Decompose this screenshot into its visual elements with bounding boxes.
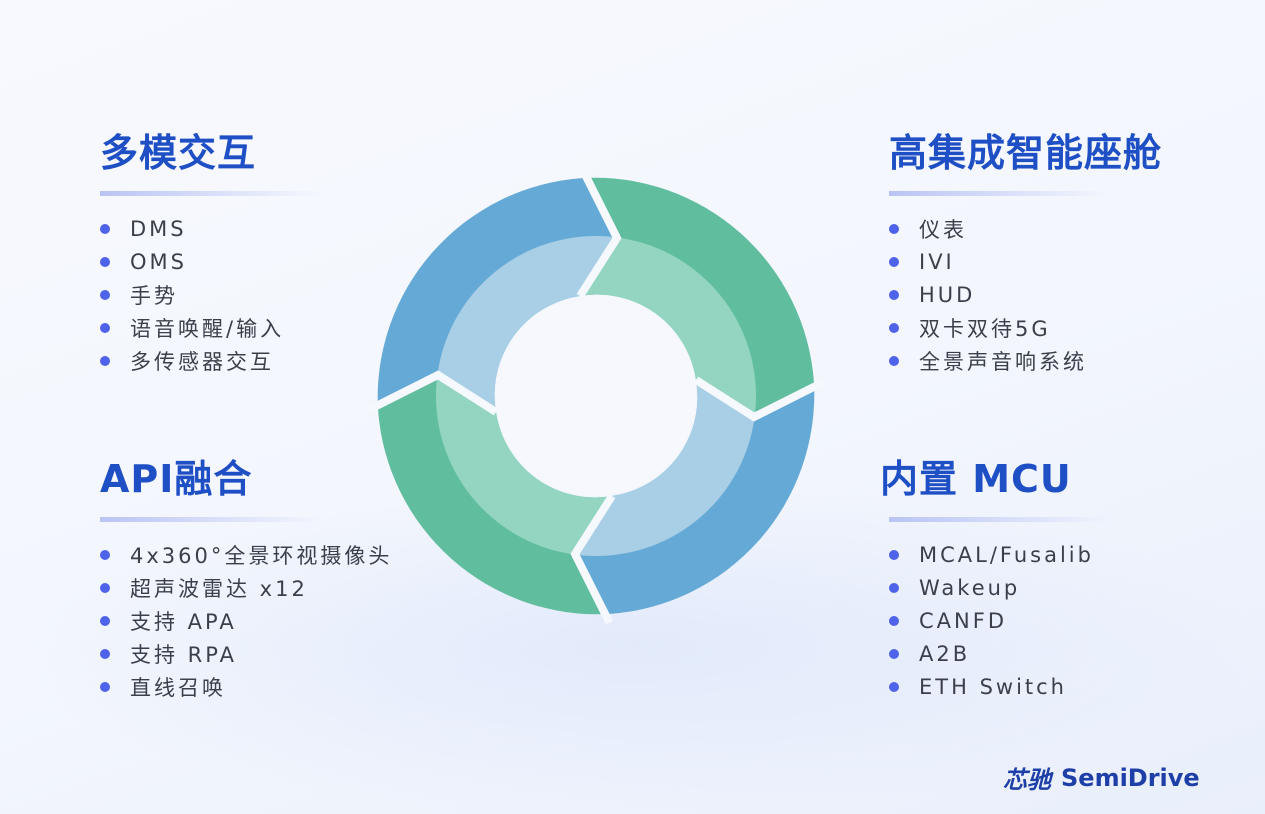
bullet-icon (889, 615, 899, 626)
logo-cn: 芯驰 (1003, 765, 1051, 794)
list-item: HUD (889, 278, 1162, 311)
item-list: 仪表 IVI HUD 双卡双待5G 全景声音响系统 (889, 212, 1162, 377)
bullet-icon (100, 648, 110, 659)
item-text: 支持 RPA (130, 642, 237, 667)
list-item: 语音唤醒/输入 (100, 311, 320, 344)
chevron-divider (570, 493, 616, 625)
bullet-icon (889, 681, 899, 692)
title-underline (100, 191, 320, 196)
title-underline (889, 191, 1109, 196)
section-title: 多模交互 (100, 131, 257, 175)
bullet-icon (100, 582, 110, 593)
item-text: 多传感器交互 (130, 349, 274, 374)
title-underline (889, 517, 1109, 522)
list-item: DMS (100, 212, 320, 245)
list-item: OMS (100, 245, 320, 278)
list-item: 全景声音响系统 (889, 344, 1162, 377)
section-title: 内置 MCU (880, 457, 1072, 501)
section-mcu: 内置 MCU MCAL/Fusalib Wakeup CANFD A2B ETH… (880, 448, 1109, 703)
bullet-icon (889, 549, 899, 560)
item-text: HUD (919, 282, 976, 307)
item-text: 直线召唤 (130, 675, 226, 700)
item-text: 全景声音响系统 (919, 349, 1087, 374)
item-text: IVI (919, 249, 955, 274)
item-text: DMS (130, 216, 187, 241)
bullet-icon (100, 223, 110, 234)
bullet-icon (889, 355, 899, 366)
item-text: 双卡双待5G (919, 316, 1051, 341)
list-item: Wakeup (889, 571, 1109, 604)
bullet-icon (889, 223, 899, 234)
item-text: 4x360°全景环视摄像头 (130, 543, 393, 568)
title-underline (100, 517, 320, 522)
list-item: MCAL/Fusalib (889, 538, 1109, 571)
bullet-icon (100, 355, 110, 366)
bullet-icon (100, 289, 110, 300)
list-item: 支持 APA (100, 604, 392, 637)
list-item: A2B (889, 637, 1109, 670)
bullet-icon (889, 289, 899, 300)
bullet-icon (100, 549, 110, 560)
list-item: IVI (889, 245, 1162, 278)
item-text: 语音唤醒/输入 (130, 316, 285, 341)
list-item: 4x360°全景环视摄像头 (100, 538, 392, 571)
section-title: API融合 (100, 457, 253, 501)
list-item: 直线召唤 (100, 670, 392, 703)
list-item: 多传感器交互 (100, 344, 320, 377)
list-item: 双卡双待5G (889, 311, 1162, 344)
bullet-icon (889, 256, 899, 267)
item-list: DMS OMS 手势 语音唤醒/输入 多传感器交互 (100, 212, 320, 377)
item-text: Wakeup (919, 575, 1021, 600)
list-item: 手势 (100, 278, 320, 311)
item-list: 4x360°全景环视摄像头 超声波雷达 x12 支持 APA 支持 RPA 直线… (100, 538, 392, 703)
item-text: OMS (130, 249, 187, 274)
list-item: ETH Switch (889, 670, 1109, 703)
section-cockpit: 高集成智能座舱 仪表 IVI HUD 双卡双待5G 全景声音响系统 (889, 122, 1162, 377)
item-text: 仪表 (919, 217, 967, 242)
item-text: CANFD (919, 608, 1007, 633)
item-text: 超声波雷达 x12 (130, 576, 308, 601)
bullet-icon (889, 582, 899, 593)
bullet-icon (100, 322, 110, 333)
bullet-icon (100, 681, 110, 692)
list-item: 仪表 (889, 212, 1162, 245)
chevron-divider (693, 376, 825, 422)
chevron-divider (367, 370, 499, 416)
section-title: 高集成智能座舱 (889, 131, 1163, 175)
chevron-divider (576, 167, 622, 299)
item-text: 支持 APA (130, 609, 237, 634)
bullet-icon (100, 256, 110, 267)
bullet-icon (889, 648, 899, 659)
item-text: 手势 (130, 283, 178, 308)
section-multimodal: 多模交互 DMS OMS 手势 语音唤醒/输入 多传感器交互 (100, 122, 320, 377)
item-text: MCAL/Fusalib (919, 542, 1094, 567)
bullet-icon (889, 322, 899, 333)
list-item: 支持 RPA (100, 637, 392, 670)
list-item: CANFD (889, 604, 1109, 637)
semidrive-logo: 芯驰 SemiDrive (1003, 760, 1200, 795)
logo-en: SemiDrive (1061, 763, 1200, 792)
item-list: MCAL/Fusalib Wakeup CANFD A2B ETH Switch (889, 538, 1109, 703)
list-item: 超声波雷达 x12 (100, 571, 392, 604)
ring-center (496, 296, 696, 496)
bullet-icon (100, 615, 110, 626)
item-text: A2B (919, 641, 971, 666)
item-text: ETH Switch (919, 674, 1067, 699)
section-api: API融合 4x360°全景环视摄像头 超声波雷达 x12 支持 APA 支持 … (100, 448, 392, 703)
